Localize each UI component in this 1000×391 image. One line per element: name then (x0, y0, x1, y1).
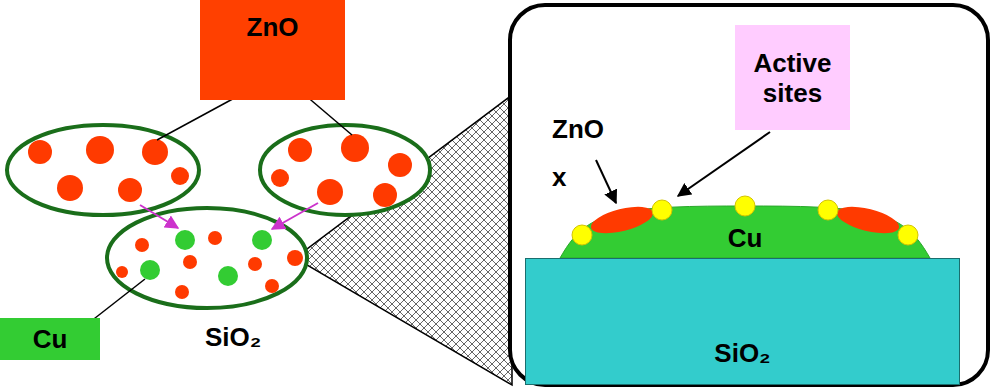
leader-line (305, 95, 352, 135)
leader-arrow (596, 160, 616, 203)
active-sites-box: Active sites (735, 25, 850, 130)
node-text: Active sites (741, 48, 844, 108)
leader-line (90, 279, 145, 322)
migration-arrow (272, 203, 318, 229)
zno-x-label: ZnO x (552, 105, 604, 201)
znox-overlayer (588, 202, 655, 239)
sio2-label: SiO₂ (205, 322, 261, 352)
node-text: Cu (33, 324, 68, 354)
active-site-dot (818, 200, 838, 220)
active-site-dot (735, 196, 755, 216)
migration-arrow (140, 205, 178, 228)
zno-box: ZnO (200, 0, 345, 100)
cu-box: Cu (0, 318, 100, 360)
sio2-support: SiO₂ (525, 258, 960, 385)
active-site-dot (652, 200, 672, 220)
zoom-frame (510, 5, 988, 385)
node-text: ZnO (247, 12, 299, 42)
znO-support-particle (260, 125, 430, 215)
leader-arrow (678, 132, 770, 196)
node-text: Cu (728, 223, 763, 253)
active-site-dot (572, 225, 592, 245)
cu-zno-support-particle (107, 208, 307, 308)
znox-overlayer (834, 202, 901, 239)
node-text: SiO₂ (714, 338, 770, 368)
znO-support-particle (7, 125, 199, 215)
cu-particle: Cu (560, 203, 930, 258)
leader-line (157, 95, 240, 140)
active-site-dot (898, 225, 918, 245)
